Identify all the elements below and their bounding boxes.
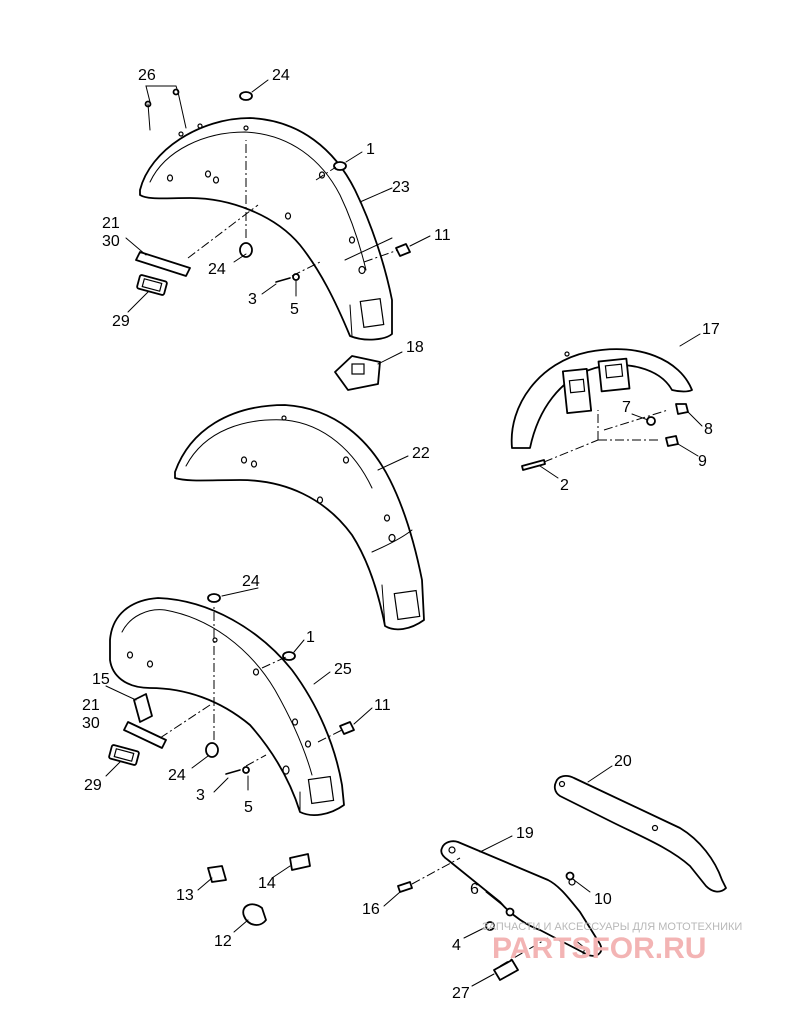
callout-10: 10 — [594, 891, 612, 908]
callout-16: 16 — [362, 901, 380, 918]
callout-27: 27 — [452, 985, 470, 1002]
callout-13: 13 — [176, 887, 194, 904]
callout-19: 19 — [516, 825, 534, 842]
callout-30-a: 30 — [102, 233, 120, 250]
callout-1-a: 1 — [366, 141, 375, 158]
callout-9: 9 — [698, 453, 707, 470]
watermark-tagline: ЗАПЧАСТИ И АКСЕССУАРЫ ДЛЯ МОТОТЕХНИКИ — [482, 921, 742, 933]
callout-11-b: 11 — [374, 697, 391, 714]
callout-15: 15 — [92, 671, 110, 688]
watermark: ЗАПЧАСТИ И АКСЕССУАРЫ ДЛЯ МОТОТЕХНИКИ PA… — [482, 921, 742, 965]
callout-30-b: 30 — [82, 715, 100, 732]
callout-17: 17 — [702, 321, 720, 338]
watermark-logo: PARTSFOR.RU — [492, 932, 706, 965]
callout-11-a: 11 — [434, 227, 451, 244]
callout-6: 6 — [470, 881, 479, 898]
callout-26: 26 — [138, 67, 156, 84]
callout-14: 14 — [258, 875, 276, 892]
callout-5-a: 5 — [290, 301, 299, 318]
callout-18: 18 — [406, 339, 424, 356]
strut-19 — [440, 840, 603, 957]
callout-24-c: 24 — [242, 573, 260, 590]
callout-29-a: 29 — [112, 313, 130, 330]
leader-lines — [105, 79, 703, 987]
fender-22 — [174, 404, 425, 631]
callout-labels: 26 24 1 23 11 21 30 24 3 5 29 18 17 7 8 … — [82, 67, 720, 1002]
front-fender-17 — [510, 348, 693, 449]
callout-22: 22 — [412, 445, 430, 462]
rear-fender-23 — [139, 117, 393, 341]
callout-25: 25 — [334, 661, 352, 678]
callout-24-a: 24 — [272, 67, 290, 84]
callout-21-a: 21 — [102, 215, 120, 232]
fender-25 — [109, 597, 345, 816]
callout-7: 7 — [622, 399, 631, 416]
callout-12: 12 — [214, 933, 232, 950]
callout-24-d: 24 — [168, 767, 186, 784]
callout-3-a: 3 — [248, 291, 257, 308]
rail-20 — [553, 775, 727, 893]
callout-2: 2 — [560, 477, 569, 494]
callout-23: 23 — [392, 179, 410, 196]
callout-4: 4 — [452, 937, 461, 954]
callout-1-b: 1 — [306, 629, 315, 646]
assembly-lines — [145, 85, 669, 967]
callout-20: 20 — [614, 753, 632, 770]
callout-3-b: 3 — [196, 787, 205, 804]
callout-5-b: 5 — [244, 799, 253, 816]
callout-24-b: 24 — [208, 261, 226, 278]
callout-21-b: 21 — [82, 697, 100, 714]
callout-8: 8 — [704, 421, 713, 438]
callout-29-b: 29 — [84, 777, 102, 794]
small-parts — [108, 88, 689, 981]
